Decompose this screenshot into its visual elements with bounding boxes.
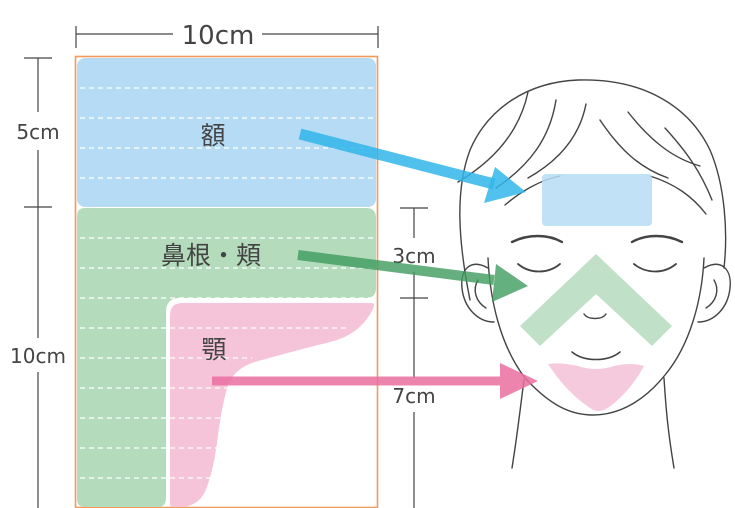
right-eye [633,263,677,273]
face-contour [487,257,705,416]
right-eyebrow [630,234,684,244]
nose [583,313,607,320]
hair-strand-3 [527,103,587,179]
forehead-zone-label: 額 [200,121,225,150]
jaw-arrow-head [500,363,538,399]
forehead-height-label: 5cm [16,120,59,144]
left-eyebrow [510,234,564,244]
right-ear-inner [705,279,718,309]
nose-cheek-arrow-head [492,264,528,302]
dimension-lines [24,26,428,508]
lower-height-label: 10cm [10,344,66,368]
hair-strand-4 [599,119,669,179]
left-ear-inner [474,279,487,309]
dimension-labels: 10cm 5cm 10cm 3cm 7cm [10,21,436,408]
arrows [212,128,538,399]
hairline-right [649,175,707,215]
jaw-zone [170,303,375,507]
mouth [571,351,621,361]
face-illustration [457,79,731,469]
hair-strand-5 [627,111,701,167]
jaw-zone-label: 顎 [201,335,226,364]
neck-right [663,377,675,469]
left-ear [461,263,495,323]
hair-strand-6 [664,127,713,201]
nose-cheek-zone-label: 鼻根・頬 [161,241,261,270]
hair-strand-1 [457,91,529,183]
perforation-lines [80,87,374,479]
sheet: 額 鼻根・頬 顎 [74,55,379,508]
top-width-label: 10cm [182,21,255,51]
forehead-patch [542,174,652,226]
nose-cheek-zone [77,208,376,507]
nose-cheek-arrow-shaft [297,250,495,285]
chin-patch [548,363,644,411]
nose-cheek-patch [520,254,672,346]
jaw-height-label: 7cm [392,384,435,408]
right-ear [697,263,731,323]
head-outline [459,79,727,301]
forehead-arrow-shaft [298,128,496,190]
left-eye [517,263,561,273]
neck-left [511,379,525,469]
forehead-arrow-head [484,167,526,203]
forehead-zone [77,58,376,207]
